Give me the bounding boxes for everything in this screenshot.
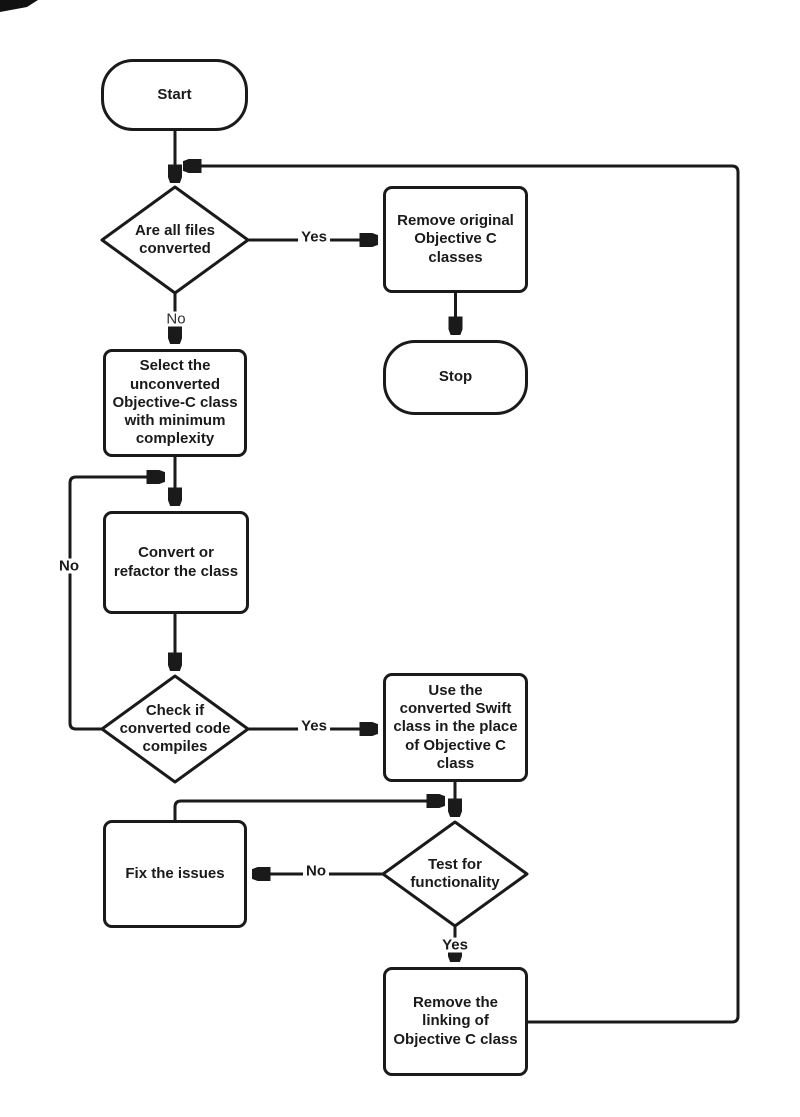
corner-artifact: [0, 0, 38, 12]
edge-fix-loop: [173, 801, 444, 820]
edge-label-compiles-no: No: [56, 558, 82, 574]
edge-label-converted-yes: Yes: [298, 229, 330, 245]
node-convert-refactor-label: Convert or refactor the class: [113, 544, 239, 580]
node-start-label: Start: [157, 85, 192, 103]
node-are-files-converted-label: Are all files converted: [134, 221, 216, 257]
node-start: Start: [101, 59, 248, 131]
decision-diamond: [100, 185, 250, 295]
node-check-compiles-label: Check if converted code compiles: [119, 701, 231, 756]
node-remove-original: Remove original Objective C classes: [383, 186, 528, 293]
node-check-compiles: Check if converted code compiles: [100, 674, 250, 784]
node-convert-refactor: Convert or refactor the class: [103, 511, 249, 614]
node-remove-original-label: Remove original Objective C classes: [397, 212, 514, 266]
node-use-swift: Use the converted Swift class in the pla…: [383, 673, 528, 782]
edge-label-test-no: No: [303, 863, 329, 879]
edge-label-test-yes: Yes: [439, 937, 471, 953]
edge-return-loop: [184, 166, 740, 1024]
node-test-functionality-label: Test for functionality: [410, 855, 500, 891]
edge-compiles-no-loop: [68, 477, 164, 731]
decision-diamond: [381, 820, 529, 928]
node-select-class-label: Select the unconverted Objective-C class…: [112, 357, 238, 448]
node-use-swift-label: Use the converted Swift class in the pla…: [393, 681, 518, 772]
node-fix-issues-label: Fix the issues: [125, 864, 225, 882]
node-stop: Stop: [383, 340, 528, 415]
node-stop-label: Stop: [438, 368, 473, 386]
decision-diamond: [100, 674, 250, 784]
node-test-functionality: Test for functionality: [381, 820, 529, 928]
edge-label-converted-no: No: [163, 311, 189, 327]
node-remove-linking-label: Remove the linking of Objective C class: [393, 994, 518, 1048]
node-select-class: Select the unconverted Objective-C class…: [103, 349, 247, 457]
node-remove-linking: Remove the linking of Objective C class: [383, 967, 528, 1076]
node-are-files-converted: Are all files converted: [100, 185, 250, 295]
edge-label-compiles-yes: Yes: [298, 718, 330, 734]
node-fix-issues: Fix the issues: [103, 820, 247, 928]
